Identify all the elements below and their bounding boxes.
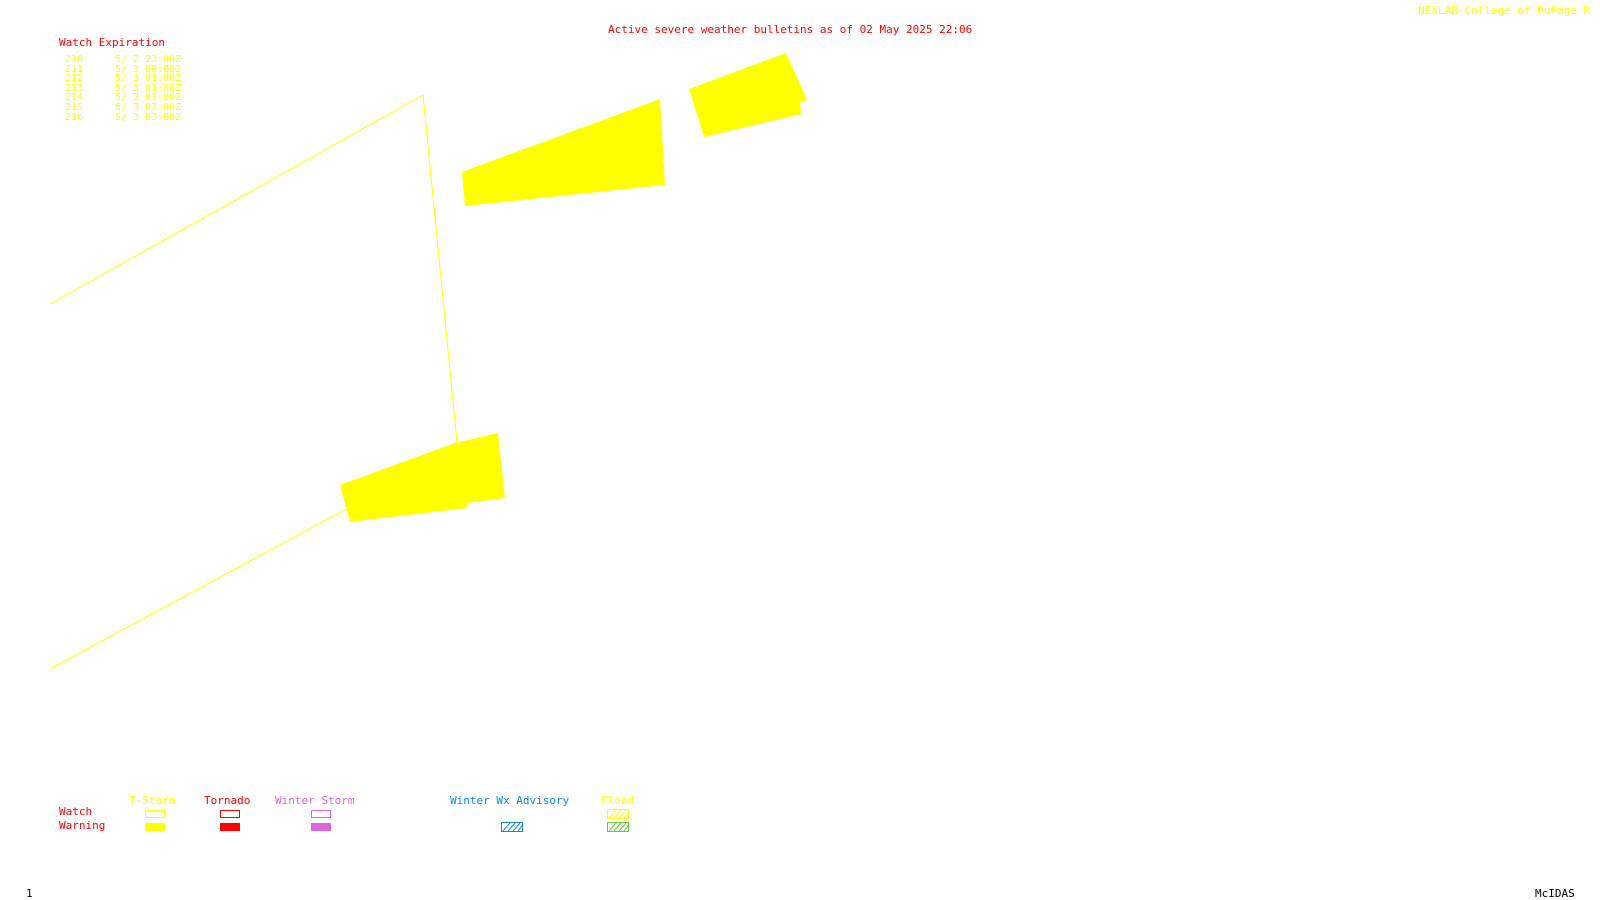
legend-label-tornado: Tornado <box>204 794 251 807</box>
software-label: McIDAS <box>1535 887 1575 900</box>
frame-number: 1 <box>26 887 33 900</box>
legend-label-tstorm: T-Storm <box>129 794 176 807</box>
legend-label-flood: Flood <box>601 794 635 807</box>
legend-winter-wx-advisory-warning-swatch <box>501 822 523 832</box>
legend-tornado-watch-swatch <box>220 810 240 818</box>
legend-winter-storm-warning-swatch <box>311 823 331 831</box>
legend-label-winter-wx-advisory: Winter Wx Advisory <box>450 794 570 807</box>
thunderstorm-warning-polygon[interactable] <box>462 99 665 206</box>
thunderstorm-warning-polygon[interactable] <box>689 53 807 137</box>
watch-expiration-heading: Watch Expiration <box>59 36 165 49</box>
legend-tstorm-warning-swatch <box>145 823 165 831</box>
severe-thunderstorm-watch-outline[interactable] <box>49 94 458 670</box>
legend-tornado-warning-swatch <box>220 823 240 831</box>
thunderstorm-warning-polygon[interactable] <box>340 433 505 522</box>
legend-winter-storm-watch-swatch <box>311 810 331 818</box>
legend-row-label-watch: Watch <box>59 805 93 818</box>
legend-row-label-warning: Warning <box>59 819 106 832</box>
legend-tstorm-watch-swatch <box>145 810 165 818</box>
legend-flood-watch-swatch <box>607 809 629 819</box>
bulletin-title: Active severe weather bulletins as of 02… <box>608 23 973 36</box>
legend-label-winter-storm: Winter Storm <box>275 794 355 807</box>
legend-flood-warning-swatch <box>607 822 629 832</box>
credit-label: NEXLAB-College of DuPage R <box>1418 4 1591 17</box>
